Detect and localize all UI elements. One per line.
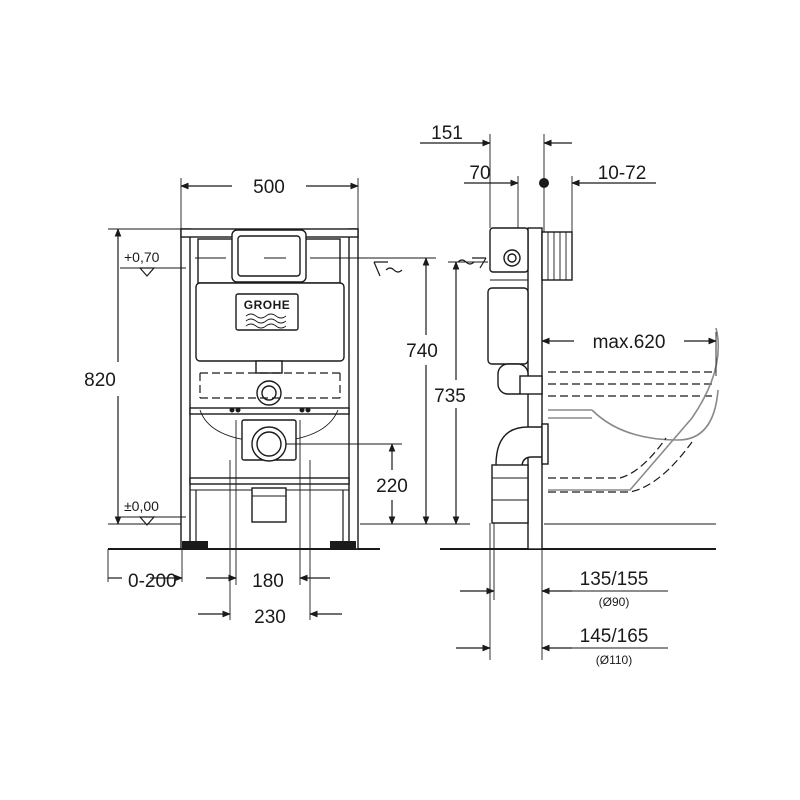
cistern-outlet-neck [255,360,283,374]
dim-220: 220 [376,476,408,497]
dim-151: 151 [431,123,463,144]
level-floor-label: ±0,00 [124,498,159,514]
level-top-label: +0,70 [124,249,160,265]
dim-500: 500 [253,177,285,198]
flush-pipe-to-wc [519,375,543,395]
level-top-symbol [138,267,156,277]
dim-dia-90: (Ø90) [599,595,630,609]
front-view: GROHE 500 [84,177,470,628]
dim-820: 820 [84,370,116,391]
water-inlet-symbol-front [373,261,403,277]
fixing-bolt-2 [235,407,241,413]
flush-outlet-inner [261,385,277,401]
dim-70: 70 [469,163,490,184]
cistern-side-body [487,287,529,365]
dim-135-155: 135/155 [580,569,649,590]
wc-side-bowl-curve [591,389,719,441]
frame-right-upright [348,228,359,550]
fixing-bolt-4 [305,407,311,413]
dim-735: 735 [434,386,466,407]
dim-10-72: 10-72 [598,163,647,184]
level-floor-symbol [138,516,156,526]
dim-10-72-origin-dot [539,178,549,188]
dim-0-200: 0-200 [128,571,177,592]
dim-740: 740 [406,341,438,362]
fixing-bolt-1 [229,407,235,413]
dim-dia-110: (Ø110) [596,653,632,667]
frame-low-rail [189,477,350,485]
wall-cover-plate [541,231,573,281]
wc-side-base [548,441,693,493]
waste-pipe-down [251,487,287,523]
inlet-valve-inner [507,253,517,263]
water-inlet-symbol-side [457,257,487,269]
dim-180: 180 [252,571,284,592]
frame-left-upright [180,228,191,550]
frame-foot-left [182,541,208,549]
fixing-bolt-3 [299,407,305,413]
logo-text: GROHE [244,298,291,312]
dim-145-165: 145/165 [580,626,649,647]
wc-side-silhouette [548,327,720,491]
wc-side-seat [548,409,592,419]
logo-wave-2 [245,318,287,324]
side-view: 151 70 10-72 max.620 735 135/155 (Ø90) [420,123,720,667]
waste-socket-side [541,423,549,465]
wc-side-outline-upper [548,371,714,397]
dim-230: 230 [254,607,286,628]
frame-foot-right [330,541,356,549]
dim-max-620: max.620 [593,332,666,353]
logo-badge [235,293,299,331]
frame-mid-rail [189,407,350,415]
waste-pipe-side [491,464,529,524]
flush-plate-inner [237,235,301,277]
logo-wave-3 [245,323,287,329]
wc-side-base-inner [548,437,667,479]
waste-outlet-inner [256,431,282,457]
logo-wave-1 [245,313,287,319]
